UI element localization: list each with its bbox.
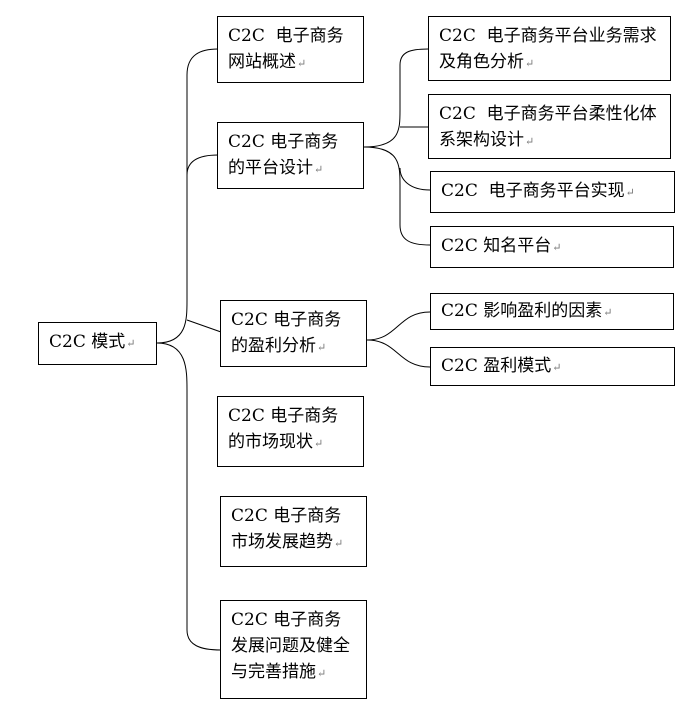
node-platform-design-label: C2C 电子商务的平台设计 [228, 132, 339, 178]
connector-root-platform [186, 154, 219, 200]
node-market-trend: C2C 电子商务市场发展趋势↵ [220, 496, 367, 567]
node-platform-implementation-label: C2C 电子商务平台实现 [441, 181, 625, 201]
connector-platform-children [363, 48, 429, 148]
paragraph-mark: ↵ [317, 667, 327, 680]
node-problems-measures-label: C2C 电子商务发展问题及健全与完善措施 [231, 610, 350, 682]
node-profit-model-label: C2C 盈利模式 [441, 356, 552, 376]
paragraph-mark: ↵ [126, 337, 136, 350]
node-profit-analysis-label: C2C 电子商务的盈利分析 [231, 310, 342, 356]
connector-profit-children [366, 311, 431, 341]
node-platform-architecture-label: C2C 电子商务平台柔性化体系架构设计 [439, 104, 657, 150]
paragraph-mark: ↵ [525, 57, 535, 70]
node-platform-requirements-label: C2C 电子商务平台业务需求及角色分析 [439, 26, 657, 72]
node-market-trend-label: C2C 电子商务市场发展趋势 [231, 506, 342, 552]
node-platform-implementation: C2C 电子商务平台实现↵ [430, 171, 675, 213]
node-website-overview: C2C 电子商务网站概述↵ [217, 16, 364, 83]
paragraph-mark: ↵ [314, 163, 324, 176]
node-website-overview-label: C2C 电子商务网站概述 [228, 26, 344, 72]
node-known-platforms-label: C2C 知名平台 [441, 236, 552, 256]
paragraph-mark: ↵ [297, 57, 307, 70]
paragraph-mark: ↵ [314, 437, 324, 450]
connector-platform-child3 [399, 167, 431, 191]
paragraph-mark: ↵ [552, 241, 562, 254]
node-profit-factors: C2C 影响盈利的因素↵ [430, 293, 674, 330]
node-problems-measures: C2C 电子商务发展问题及健全与完善措施↵ [220, 600, 367, 699]
paragraph-mark: ↵ [625, 186, 635, 199]
node-platform-architecture: C2C 电子商务平台柔性化体系架构设计↵ [428, 94, 671, 159]
node-known-platforms: C2C 知名平台↵ [430, 226, 674, 268]
node-market-status: C2C 电子商务的市场现状↵ [217, 396, 364, 467]
node-profit-model: C2C 盈利模式↵ [430, 347, 675, 386]
node-profit-analysis: C2C 电子商务的盈利分析↵ [220, 300, 367, 367]
connector-profit-child2 [366, 339, 431, 368]
root-node: C2C 模式↵ [38, 322, 157, 365]
connector-root-bottom [156, 342, 222, 651]
connector-platform-child4 [363, 146, 431, 246]
paragraph-mark: ↵ [525, 135, 535, 148]
paragraph-mark: ↵ [603, 306, 613, 319]
connector-root-profit [186, 319, 222, 333]
paragraph-mark: ↵ [317, 341, 327, 354]
node-platform-requirements: C2C 电子商务平台业务需求及角色分析↵ [428, 16, 671, 81]
connector-root-top [156, 48, 219, 344]
node-market-status-label: C2C 电子商务的市场现状 [228, 406, 339, 452]
paragraph-mark: ↵ [552, 361, 562, 374]
root-label: C2C 模式 [49, 332, 126, 352]
node-platform-design: C2C 电子商务的平台设计↵ [217, 122, 364, 189]
node-profit-factors-label: C2C 影响盈利的因素 [441, 301, 603, 321]
paragraph-mark: ↵ [334, 537, 344, 550]
